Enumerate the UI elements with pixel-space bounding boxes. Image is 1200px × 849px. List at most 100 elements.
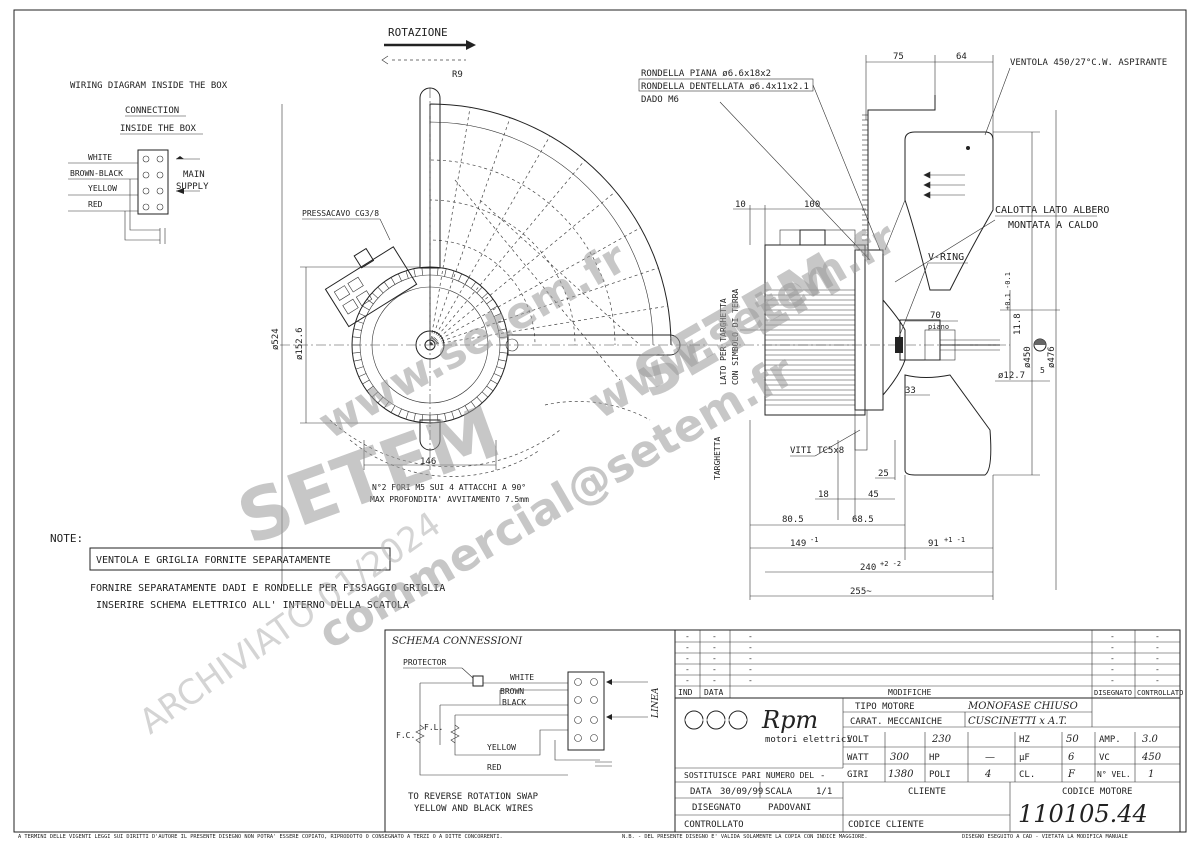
carat-value: CUSCINETTI x A.T. — [968, 716, 1067, 727]
fan-blade-lower — [904, 374, 992, 476]
disegnato-value: PADOVANI — [768, 803, 811, 813]
calotta-label-1: CALOTTA LATO ALBERO — [995, 205, 1109, 216]
wire-brown-black-label: BROWN-BLACK — [70, 169, 123, 178]
revision-dash: - — [712, 665, 717, 674]
dim-64: 64 — [956, 52, 967, 62]
reverse-note-2: YELLOW AND BLACK WIRES — [414, 804, 533, 814]
notes-section: NOTE: VENTOLA E GRIGLIA FORNITE SEPARATA… — [50, 532, 445, 611]
dim-100: 100 — [804, 200, 820, 210]
piano-label: piano — [928, 323, 949, 331]
main-supply-label-2: SUPPLY — [176, 182, 209, 192]
dim-5: 5 — [1040, 366, 1045, 375]
schema-yellow: YELLOW — [487, 743, 516, 752]
poli-label: POLI — [929, 770, 951, 780]
revision-dash: - — [685, 632, 690, 641]
calotta-label-2: MONTATA A CALDO — [1008, 220, 1098, 231]
scala-value: 1/1 — [816, 787, 832, 797]
rev-disegnato-header: DISEGNATO — [1094, 689, 1132, 697]
wire-yellow-label: YELLOW — [88, 184, 117, 193]
footer-right: DISEGNO ESEGUITO A CAD - VIETATA LA MODI… — [962, 834, 1128, 840]
nvel-label: N° VEL. — [1097, 770, 1131, 779]
dim-240: 240 — [860, 563, 876, 573]
revision-dash: - — [748, 632, 753, 641]
rondella-piana-label: RONDELLA PIANA ø6.6x18x2 — [641, 69, 771, 79]
dim-255: 255~ — [850, 587, 872, 597]
revision-dash: - — [1155, 632, 1160, 641]
lato-label-1: LATO PER TARGHETTA — [719, 298, 728, 385]
data-value: 30/09/99 — [720, 787, 763, 797]
revision-dash: - — [712, 643, 717, 652]
terminal-box — [324, 246, 418, 328]
revision-dash: - — [748, 665, 753, 674]
line-arrow-icon — [606, 714, 612, 720]
revision-dash: - — [685, 643, 690, 652]
codice-motore-label: CODICE MOTORE — [1062, 787, 1132, 797]
targhetta-label: TARGHETTA — [713, 436, 722, 480]
v-ring-label: V-RING — [928, 252, 964, 263]
dim-240-tol: +2 -2 — [880, 560, 901, 568]
rev-ind-header: IND — [678, 688, 693, 697]
holes-note-1: N°2 FORI M5 SUI 4 ATTACCHI A 90° — [372, 483, 526, 492]
vc-value: 450 — [1141, 752, 1162, 763]
protector-label: PROTECTOR — [403, 658, 447, 667]
dim-45: 45 — [868, 490, 879, 500]
dado-label: DADO M6 — [641, 95, 679, 105]
note-line-2: INSERIRE SCHEMA ELETTRICO ALL' INTERNO D… — [96, 600, 409, 611]
schema-connessioni: SCHEMA CONNESSIONI PROTECTOR WHITE BROWN… — [384, 629, 676, 833]
side-view: RONDELLA PIANA ø6.6x18x2 RONDELLA DENTEL… — [638, 52, 1167, 600]
rpm-logo-icon — [684, 710, 748, 730]
dim-18: 18 — [818, 490, 829, 500]
rev-modifiche-header: MODIFICHE — [888, 688, 932, 697]
schema-fl: F.L. — [424, 723, 443, 732]
dim-10: 10 — [735, 200, 746, 210]
dim-524: ø524 — [271, 328, 281, 350]
revision-dash: - — [1110, 665, 1115, 674]
revision-dash: - — [748, 654, 753, 663]
revision-dash: - — [748, 676, 753, 685]
main-supply-label-1: MAIN — [183, 170, 205, 180]
footer-left: A TERMINI DELLE VIGENTI LEGGI SUI DIRITT… — [18, 834, 503, 840]
terminal-block — [137, 149, 169, 215]
sostituisce-label: SOSTITUISCE PARI NUMERO DEL — [684, 771, 814, 780]
schema-red: RED — [487, 763, 502, 772]
dim-80-5: 80.5 — [782, 515, 804, 525]
rotation-label: ROTAZIONE — [388, 26, 448, 39]
revision-dash: - — [1110, 632, 1115, 641]
schema-white: WHITE — [510, 673, 534, 682]
pressacavo-label: PRESSACAVO CG3/8 — [302, 209, 379, 218]
controllato-label: CONTROLLATO — [684, 820, 744, 830]
schema-brown: BROWN — [500, 687, 524, 696]
rev-data-header: DATA — [704, 688, 723, 697]
lato-label-2: CON SIMBOLO DI TERRA — [731, 288, 740, 385]
giri-label: GIRI — [847, 770, 869, 780]
volt-label: VOLT — [847, 735, 869, 745]
line-arrow-icon — [606, 679, 612, 685]
revision-dash: - — [685, 676, 690, 685]
hz-value: 50 — [1066, 734, 1079, 745]
rotation-indicator: ROTAZIONE R9 — [381, 26, 476, 80]
schema-terminal-block — [567, 671, 605, 751]
connection-label-2: INSIDE THE BOX — [120, 124, 196, 134]
rotation-arrow-icon — [466, 40, 476, 50]
dim-70: 70 — [930, 311, 941, 321]
schema-black: BLACK — [502, 698, 526, 707]
nvel-value: 1 — [1148, 769, 1154, 780]
ventola-label: VENTOLA 450/27°C.W. ASPIRANTE — [1010, 58, 1167, 68]
supply-arrow-icon — [176, 188, 184, 194]
amp-label: AMP. — [1099, 735, 1121, 745]
revision-dash: - — [748, 643, 753, 652]
fan-blade-upper — [904, 131, 994, 291]
dim-91: 91 — [928, 539, 939, 549]
hp-value: — — [985, 752, 995, 763]
linea-label: LINEA — [651, 687, 661, 719]
hp-label: HP — [929, 753, 940, 763]
note-label: NOTE: — [50, 532, 83, 545]
sostituisce-value: - — [820, 771, 825, 781]
cl-label: CL. — [1019, 770, 1035, 780]
codice-cliente-label: CODICE CLIENTE — [848, 820, 924, 830]
brand-subtitle: motori elettrici — [765, 735, 852, 745]
reverse-note-1: TO REVERSE ROTATION SWAP — [408, 792, 539, 802]
wire-white-label: WHITE — [88, 153, 112, 162]
dim-149-tol: -1 — [810, 536, 818, 544]
brand-name: Rpm — [761, 706, 818, 734]
